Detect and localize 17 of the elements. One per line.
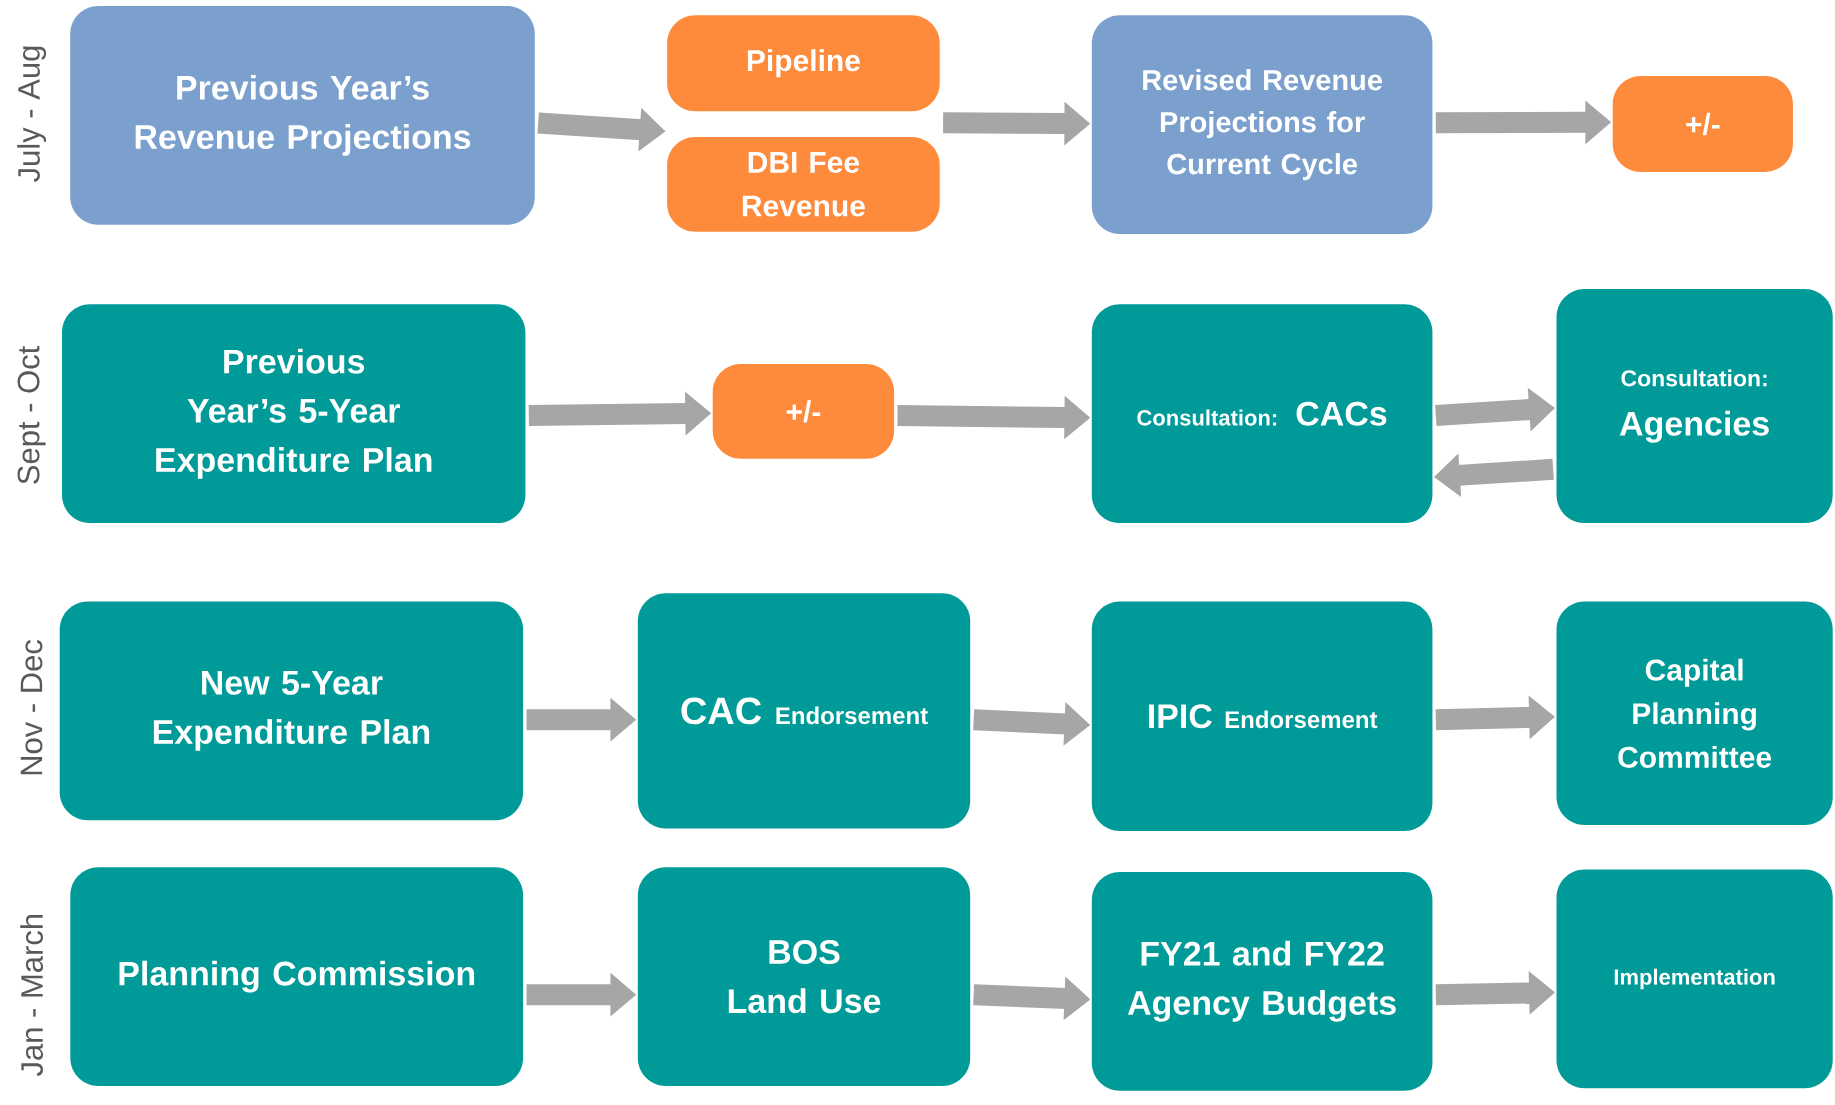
process-box: +/-	[712, 364, 895, 459]
process-box: +/-	[1612, 76, 1793, 172]
process-box: Previous Year’s Revenue Projections	[70, 5, 535, 225]
process-box: Revised Revenue Projections for Current Cycle	[1091, 15, 1433, 234]
process-box: CAC Endorsement	[637, 593, 971, 829]
process-box: Pipeline	[667, 15, 940, 112]
process-box: BOS Land Use	[637, 867, 971, 1086]
process-box: FY21 and FY22 Agency Budgets	[1091, 871, 1433, 1091]
process-box: Capital Planning Committee	[1556, 601, 1833, 826]
process-box: Implementation	[1556, 869, 1833, 1089]
process-box: Consultation: CACs	[1091, 304, 1433, 524]
process-box: Previous Year’s 5-Year Expenditure Plan	[62, 304, 526, 524]
process-box: Planning Commission	[70, 867, 524, 1086]
process-box: IPIC Endorsement	[1091, 601, 1433, 831]
process-box: DBI Fee Revenue	[667, 136, 940, 232]
process-box: Consultation: Agencies	[1556, 289, 1833, 524]
process-box: New 5-Year Expenditure Plan	[59, 601, 524, 821]
